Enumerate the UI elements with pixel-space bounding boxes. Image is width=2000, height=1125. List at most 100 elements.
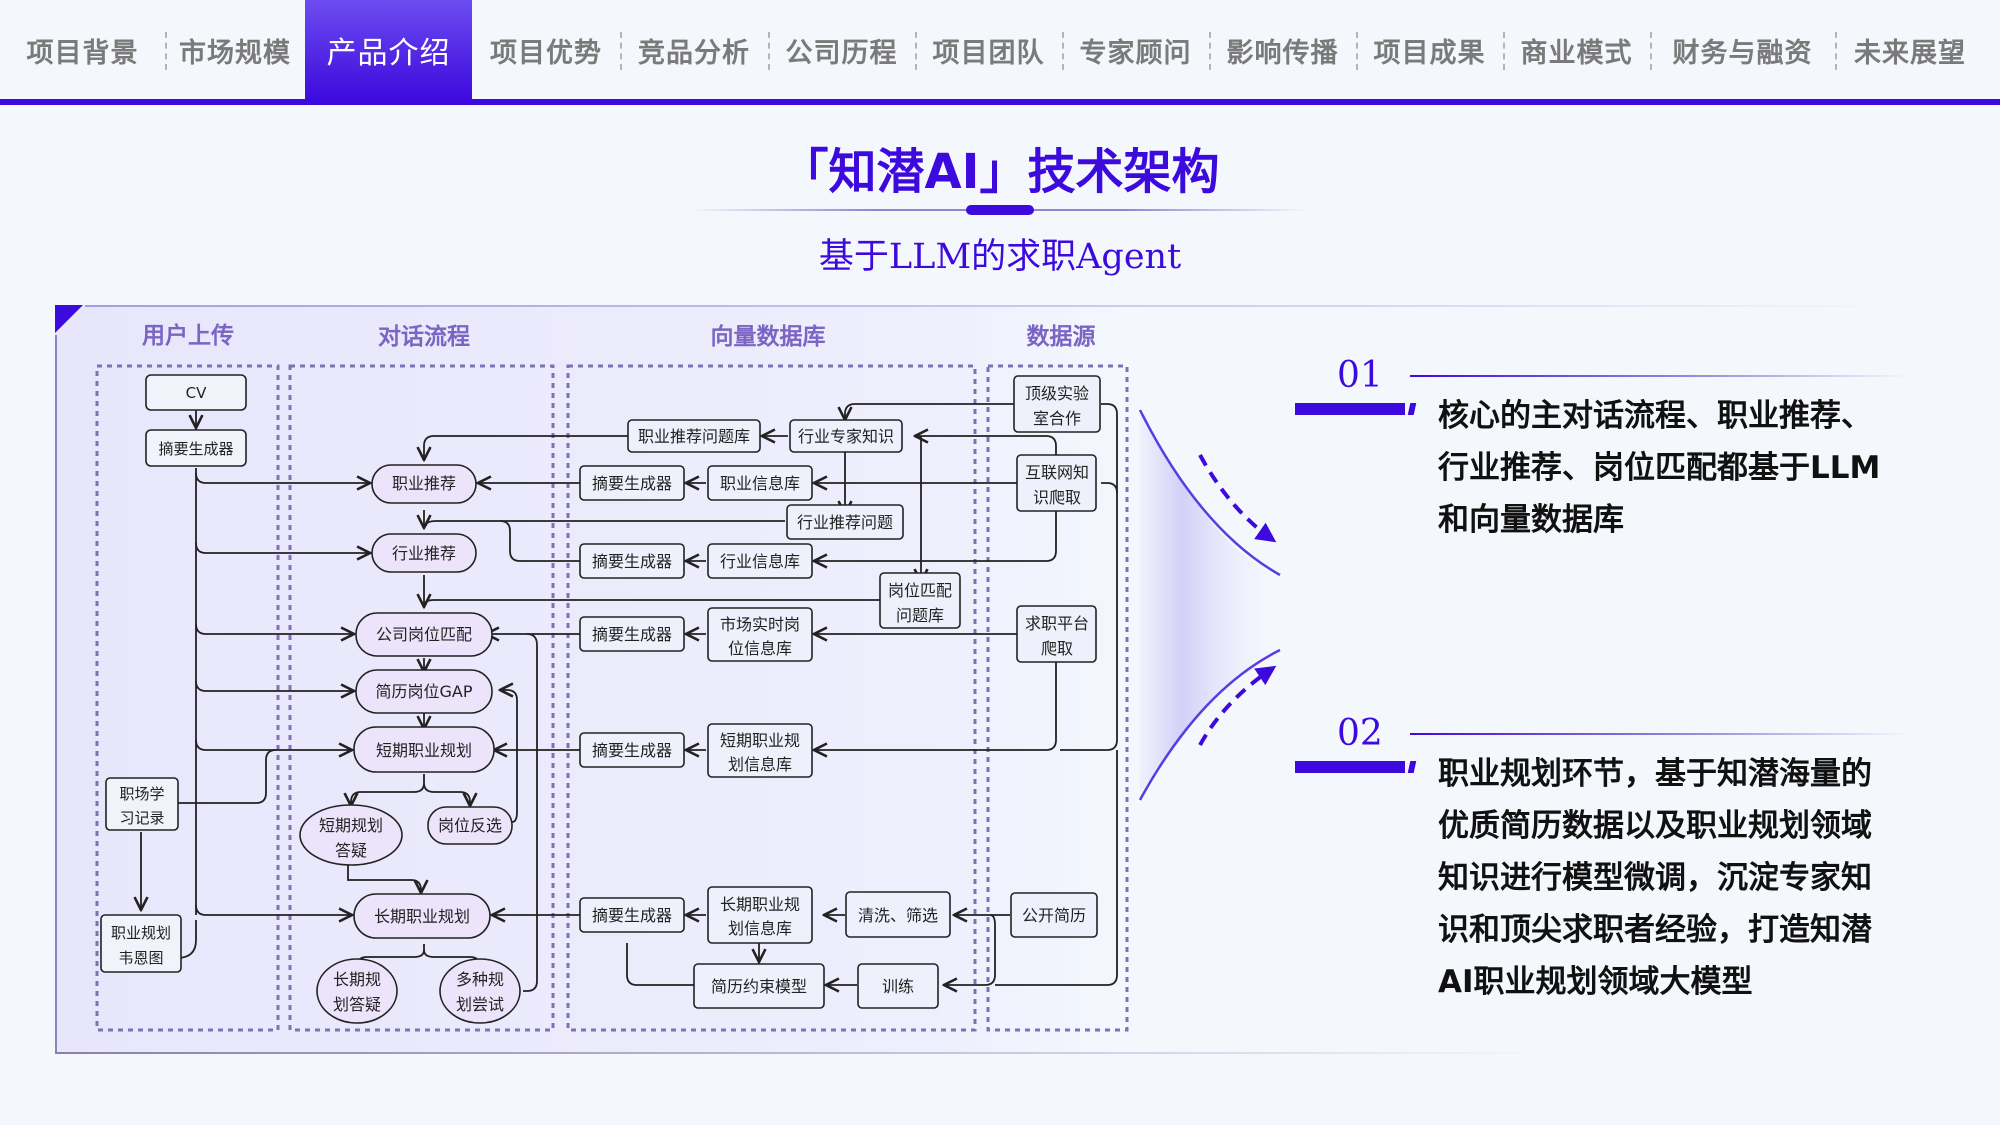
node-label: 职业推荐 <box>392 474 456 493</box>
text-line: AI职业规划领域大模型 <box>1438 964 1753 1000</box>
text-line: 和向量数据库 <box>1438 502 1624 538</box>
node-label: 划尝试 <box>456 995 504 1014</box>
section-divider <box>1410 375 1910 377</box>
node-label: 求职平台 <box>1025 614 1089 633</box>
column-header-data-source: 数据源 <box>1027 324 1096 350</box>
panel-bottom-border <box>55 1052 1555 1054</box>
node-label: 行业推荐问题 <box>797 513 893 532</box>
tab-label: 影响传播 <box>1226 37 1339 69</box>
tab-influence[interactable]: 影响传播 <box>1209 0 1356 100</box>
title-accent-pill <box>966 205 1034 215</box>
tab-future-outlook[interactable]: 未来展望 <box>1835 0 1985 100</box>
section-text: 核心的主对话流程、职业推荐、 行业推荐、岗位匹配都基于LLM 和向量数据库 <box>1438 390 1928 546</box>
node-vector-summarizer-1: 摘要生成器 <box>579 465 685 501</box>
node-resume-constraint-model: 简历约束模型 <box>693 963 825 1009</box>
tab-label: 项目优势 <box>490 37 602 69</box>
node-industry-expert-knowledge: 行业专家知识 <box>789 419 903 453</box>
funnel-upper-curve <box>1138 409 1281 577</box>
section-number: 02 <box>1337 713 1383 754</box>
node-label: 互联网知 <box>1025 463 1089 482</box>
node-label: 公司岗位匹配 <box>376 625 472 644</box>
node-label: 简历岗位GAP <box>376 682 473 701</box>
tab-label: 专家顾问 <box>1079 37 1192 69</box>
column-box-user <box>95 364 280 1032</box>
column-header-vector-db: 向量数据库 <box>711 323 826 350</box>
tab-business-model[interactable]: 商业模式 <box>1503 0 1650 100</box>
tab-market-size[interactable]: 市场规模 <box>165 0 305 100</box>
tab-label: 竞品分析 <box>638 37 750 69</box>
text-line: 核心的主对话流程、职业推荐、 <box>1438 398 1872 434</box>
section-accent-bar <box>1295 403 1405 415</box>
tab-label: 财务与融资 <box>1672 37 1813 69</box>
node-label: 长期规 <box>333 970 381 989</box>
node-vector-summarizer-2: 摘要生成器 <box>579 543 685 579</box>
node-label: 职场学 <box>119 785 164 803</box>
node-industry-recommendation: 行业推荐 <box>371 533 477 573</box>
tab-project-team[interactable]: 项目团队 <box>915 0 1062 100</box>
tab-project-results[interactable]: 项目成果 <box>1356 0 1503 100</box>
text-line: 行业推荐、岗位匹配都基于LLM <box>1438 450 1881 486</box>
node-multi-plan-try: 多种规 划尝试 <box>439 958 521 1024</box>
node-long-plan-info-db: 长期职业规 划信息库 <box>707 886 813 944</box>
node-label: 摘要生成器 <box>592 906 672 925</box>
tab-product-intro[interactable]: 产品介绍 <box>305 0 472 100</box>
section-accent-bar <box>1295 761 1405 773</box>
node-job-match-question-bank: 岗位匹配 问题库 <box>879 572 961 629</box>
node-industry-question: 行业推荐问题 <box>786 504 904 540</box>
node-label: 摘要生成器 <box>592 625 672 644</box>
node-long-plan-qa: 长期规 划答疑 <box>316 958 398 1024</box>
node-label: 岗位反选 <box>438 816 502 835</box>
node-label: 清洗、筛选 <box>858 906 938 925</box>
node-train: 训练 <box>857 963 939 1009</box>
tab-project-advantages[interactable]: 项目优势 <box>472 0 620 100</box>
text-line: 知识进行模型微调，沉淀专家知 <box>1438 860 1872 896</box>
arrow-to-01-icon <box>1198 454 1277 543</box>
node-top-lab-cooperation: 顶级实验 室合作 <box>1013 375 1101 433</box>
node-label: 短期职业规划 <box>376 741 472 760</box>
node-label: 长期职业规划 <box>374 907 470 926</box>
panel-left-border <box>55 335 57 1053</box>
nav-underline <box>0 99 2000 105</box>
node-short-plan-qa: 短期规划 答疑 <box>299 804 403 866</box>
node-vector-summarizer-3: 摘要生成器 <box>579 616 685 652</box>
tab-label: 项目背景 <box>26 37 139 69</box>
node-label: 划信息库 <box>728 919 792 938</box>
tab-finance[interactable]: 财务与融资 <box>1650 0 1835 100</box>
node-learning-record: 职场学 习记录 <box>105 777 179 831</box>
node-job-platform-crawl: 求职平台 爬取 <box>1016 605 1097 663</box>
panel-corner-accent <box>55 305 83 333</box>
node-career-recommendation: 职业推荐 <box>371 464 477 504</box>
node-user-summarizer: 摘要生成器 <box>145 429 247 467</box>
node-vector-summarizer-5: 摘要生成器 <box>579 897 685 933</box>
section-divider <box>1410 733 1910 735</box>
column-box-source <box>986 364 1129 1032</box>
tab-competitor-analysis[interactable]: 竞品分析 <box>620 0 768 100</box>
funnel-lower-curve <box>1138 648 1281 801</box>
node-label: 答疑 <box>335 841 367 860</box>
column-box-dialog <box>288 364 555 1032</box>
node-label: 划信息库 <box>728 755 792 774</box>
node-web-crawl: 互联网知 识爬取 <box>1016 454 1097 512</box>
node-public-resumes: 公开简历 <box>1010 892 1098 938</box>
tab-label: 商业模式 <box>1520 37 1633 69</box>
node-label: 行业推荐 <box>392 544 456 563</box>
section-number: 01 <box>1337 355 1383 396</box>
node-label: 爬取 <box>1041 639 1073 658</box>
node-label: 摘要生成器 <box>592 552 672 571</box>
tab-label: 公司历程 <box>785 37 898 69</box>
node-label: 市场实时岗 <box>720 615 800 634</box>
tab-project-background[interactable]: 项目背景 <box>0 0 165 100</box>
tab-company-history[interactable]: 公司历程 <box>768 0 915 100</box>
column-header-user-upload: 用户上传 <box>142 322 234 349</box>
tab-expert-advisors[interactable]: 专家顾问 <box>1062 0 1209 100</box>
node-clean-filter: 清洗、筛选 <box>845 891 951 938</box>
tab-label: 项目成果 <box>1373 37 1486 69</box>
node-label: 识爬取 <box>1033 488 1081 507</box>
node-label: 室合作 <box>1033 409 1081 428</box>
funnel-shape <box>1140 410 1280 800</box>
column-box-vector <box>566 364 977 1032</box>
node-label: 摘要生成器 <box>592 474 672 493</box>
node-long-term-plan: 长期职业规划 <box>353 893 491 939</box>
node-career-question-bank: 职业推荐问题库 <box>627 419 761 453</box>
